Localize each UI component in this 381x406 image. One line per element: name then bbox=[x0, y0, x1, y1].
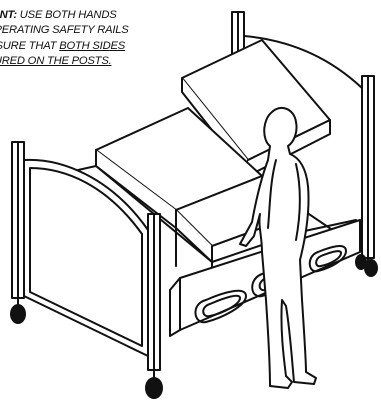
head-post-right bbox=[362, 76, 374, 258]
notice-lead: TANT: bbox=[0, 9, 17, 21]
foot-post-left bbox=[12, 142, 24, 298]
caster-back-mid bbox=[356, 255, 366, 269]
notice-line-1: TANT: USE BOTH HANDS bbox=[0, 8, 178, 23]
notice-line-1-text: USE BOTH HANDS bbox=[17, 9, 117, 21]
caster-front-right bbox=[146, 370, 162, 398]
notice-emphasis: BOTH SIDES bbox=[59, 40, 125, 52]
notice-line-4: CURED ON THE POSTS. bbox=[0, 54, 178, 69]
caster-front-left bbox=[11, 298, 25, 323]
safety-notice: TANT: USE BOTH HANDS OPERATING SAFETY RA… bbox=[0, 8, 178, 70]
notice-line-2: OPERATING SAFETY RAILS bbox=[0, 23, 178, 38]
foot-post-right bbox=[148, 214, 160, 370]
